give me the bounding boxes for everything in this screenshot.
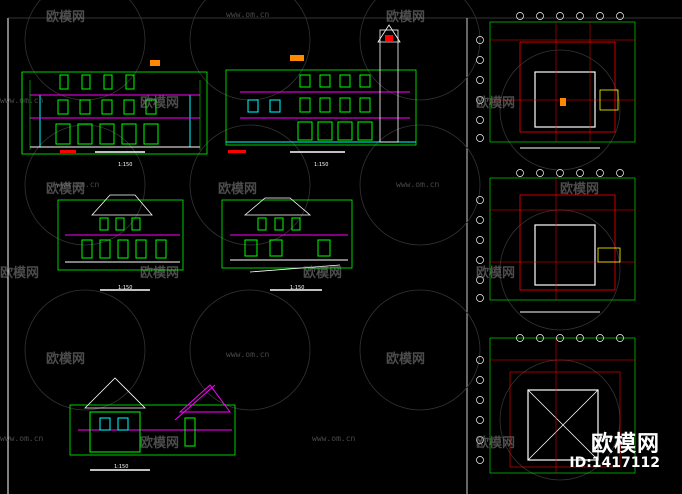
scale-label-4: 1:150 bbox=[290, 285, 305, 291]
watermark-logo-6: 欧模网 bbox=[218, 182, 258, 197]
elevation-side-b bbox=[221, 197, 353, 291]
axis-bubbles bbox=[476, 12, 624, 464]
watermark-url-4: www.om.cn bbox=[0, 96, 44, 105]
watermark-url-7: www.om.cn bbox=[312, 434, 356, 443]
scale-label-5: 1:150 bbox=[114, 464, 129, 470]
watermark-logo-3: 欧模网 bbox=[140, 96, 180, 111]
watermark-logo-10: 欧模网 bbox=[303, 266, 343, 281]
watermark-url-6: www.om.cn bbox=[0, 434, 44, 443]
watermark-url-3: www.om.cn bbox=[396, 180, 440, 189]
scale-label-2: 1:150 bbox=[314, 162, 329, 168]
elevation-tower bbox=[225, 24, 417, 153]
elevation-rear bbox=[69, 377, 236, 471]
watermark-url-5: www.om.cn bbox=[226, 350, 270, 359]
watermark-logo-15: 欧模网 bbox=[476, 436, 516, 451]
watermark-logo-13: 欧模网 bbox=[386, 352, 426, 367]
watermark-logo-9: 欧模网 bbox=[140, 266, 180, 281]
watermark-logo-14: 欧模网 bbox=[140, 436, 180, 451]
watermark-logo-11: 欧模网 bbox=[476, 266, 516, 281]
watermark-url-2: www.om.cn bbox=[56, 180, 100, 189]
floor-plan-2 bbox=[489, 177, 636, 313]
watermark-logo-2: 欧模网 bbox=[386, 10, 426, 25]
elevation-front bbox=[21, 60, 208, 155]
model-id-label: ID:1417112 bbox=[569, 455, 660, 471]
watermark-url-1: www.om.cn bbox=[226, 10, 270, 19]
watermark-logo-7: 欧模网 bbox=[560, 182, 600, 197]
watermark-logo-4: 欧模网 bbox=[476, 96, 516, 111]
brand-watermark: 欧模网 bbox=[590, 432, 660, 457]
floor-plan-1 bbox=[489, 21, 636, 149]
elevation-side-a bbox=[57, 194, 184, 291]
scale-label-3: 1:150 bbox=[118, 285, 133, 291]
watermark-logo-12: 欧模网 bbox=[46, 352, 86, 367]
scale-label-1: 1:150 bbox=[118, 162, 133, 168]
roof-plan bbox=[489, 337, 636, 474]
watermark-logo-5: 欧模网 bbox=[46, 182, 86, 197]
watermark-logo-1: 欧模网 bbox=[46, 10, 86, 25]
watermark-logo-8: 欧模网 bbox=[0, 266, 40, 281]
